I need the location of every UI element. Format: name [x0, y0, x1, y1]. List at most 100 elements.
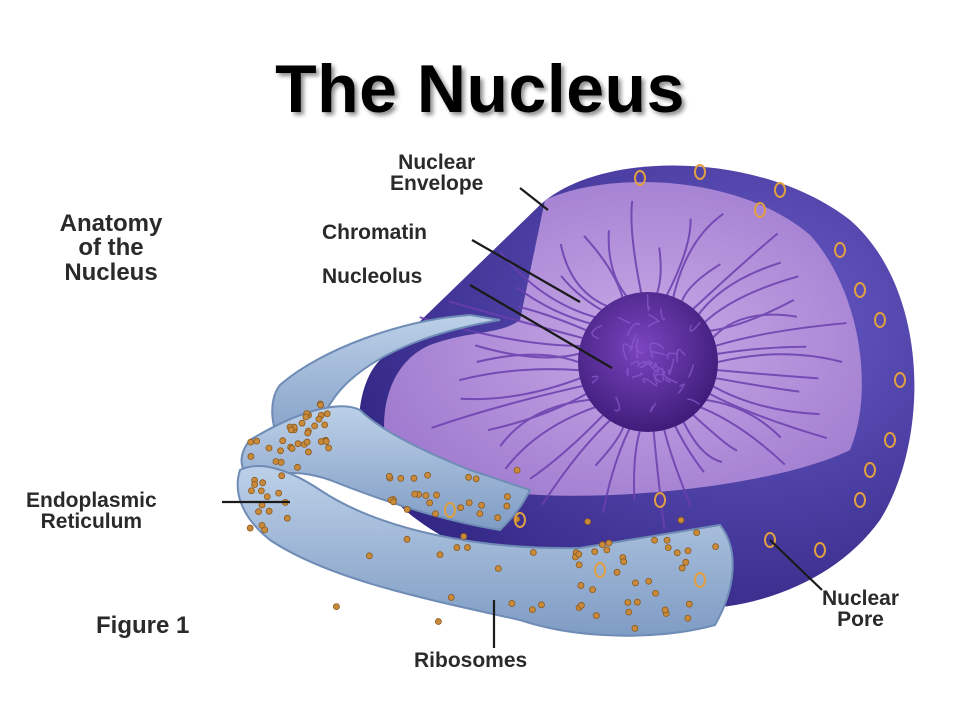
diagram-heading: Anatomy of the Nucleus: [36, 211, 186, 286]
chromatin-line: [471, 239, 581, 303]
ribosome: [275, 489, 283, 497]
nuclear-envelope-line: [519, 187, 549, 211]
nucleolus-fiber: [687, 364, 695, 378]
nuclear-pore: [814, 542, 826, 558]
heading-line-2: of the: [78, 234, 144, 262]
nuclear-pore: [854, 492, 866, 508]
ribosome: [529, 549, 537, 556]
nucleolus-fiber: [636, 360, 652, 368]
ribosome: [261, 526, 269, 534]
chromatin-strand: [499, 398, 594, 447]
ribosome: [403, 535, 411, 543]
ribosome: [677, 516, 685, 524]
ribosome: [365, 552, 373, 560]
chromatin-strand: [448, 300, 585, 340]
chromatin-strand: [702, 398, 782, 439]
ribosome: [632, 579, 639, 587]
ribosome: [303, 438, 311, 446]
nucleolus-fiber: [591, 375, 599, 384]
nucleolus-shape: [578, 292, 718, 432]
ribosome: [661, 606, 669, 614]
chromatin-strand: [701, 275, 799, 326]
chromatin-strand: [516, 286, 594, 326]
nuclear-pore: [594, 562, 606, 578]
ribosome: [294, 440, 302, 448]
ribosome: [248, 487, 255, 495]
ribosome: [663, 536, 671, 544]
ribosome: [283, 514, 291, 522]
ribosome: [298, 419, 306, 427]
ribosome: [577, 601, 585, 609]
ribosome: [325, 444, 333, 452]
label-endoplasmic-reticulum: Endoplasmic Reticulum: [26, 490, 157, 532]
nucleolus-fiber: [642, 377, 658, 388]
chromatin-strand: [504, 404, 601, 470]
ribosome: [265, 507, 273, 515]
nucleolus-fiber: [689, 321, 701, 332]
ribosome: [633, 598, 641, 606]
chromatin-strand: [717, 345, 807, 355]
ribosome: [304, 429, 312, 437]
ribosome: [321, 421, 329, 429]
ribosome: [598, 541, 606, 549]
chromatin-strand: [715, 322, 847, 347]
label-nuclear-envelope-line-2: Envelope: [390, 172, 484, 195]
ribosome: [385, 472, 393, 480]
ribosome: [434, 618, 442, 625]
nuclear-pore: [514, 512, 526, 528]
chromatin-strand: [707, 299, 795, 333]
ribosome: [315, 415, 323, 423]
ribosome: [592, 612, 600, 619]
ribosome: [712, 543, 719, 551]
ribosome: [591, 548, 599, 556]
ribosome: [457, 504, 464, 511]
nuclear-pores: [444, 164, 906, 588]
ribosome: [278, 472, 286, 480]
ribosome: [685, 600, 693, 608]
ribosome: [251, 481, 259, 488]
chromatin-strands: [419, 200, 847, 529]
nucleolus-fiber: [666, 352, 679, 360]
ribosome: [684, 614, 692, 622]
nucleolus-fiber: [654, 365, 667, 374]
heading-line-3: Nucleus: [64, 258, 158, 286]
chromatin-strand: [661, 218, 692, 305]
nucleolus-fiber: [649, 402, 657, 413]
ribosome: [503, 493, 511, 500]
ribosome: [577, 582, 585, 589]
nucleolus-fiber: [649, 344, 654, 359]
ribosome: [277, 458, 285, 466]
nuclear-pore: [754, 202, 766, 218]
ribosome: [246, 524, 254, 532]
ribosome: [476, 510, 484, 518]
ribosome: [513, 466, 521, 474]
nucleolus-fiber: [653, 367, 662, 384]
chromatin-strand: [715, 377, 800, 393]
nucleolus-fiber: [617, 316, 631, 325]
ribosome: [247, 438, 255, 446]
nuclear-pore: [874, 312, 886, 328]
ribosome: [693, 529, 701, 537]
ribosome: [433, 491, 440, 499]
chromatin-strand: [487, 392, 589, 432]
ribosome: [528, 606, 536, 614]
ribosome: [287, 426, 295, 434]
label-ribosomes: Ribosomes: [414, 649, 528, 672]
callout-lines: [222, 187, 823, 648]
nucleolus-fiber: [687, 398, 700, 405]
nuclear-pore: [764, 532, 776, 548]
nucleolus-fiber: [649, 342, 665, 350]
ribosome: [472, 475, 480, 483]
ribosome: [652, 589, 659, 597]
ribosome: [465, 499, 473, 507]
ribosome: [673, 549, 681, 557]
chromatin-strand: [694, 261, 782, 320]
chromatin-strand: [541, 414, 617, 506]
nucleolus-fiber: [668, 358, 675, 376]
ribosome: [255, 508, 262, 516]
chromatin-strand: [695, 404, 786, 466]
chromatin-strand: [687, 232, 779, 315]
ribosome: [682, 558, 690, 566]
nuclear-pore: [864, 462, 876, 478]
